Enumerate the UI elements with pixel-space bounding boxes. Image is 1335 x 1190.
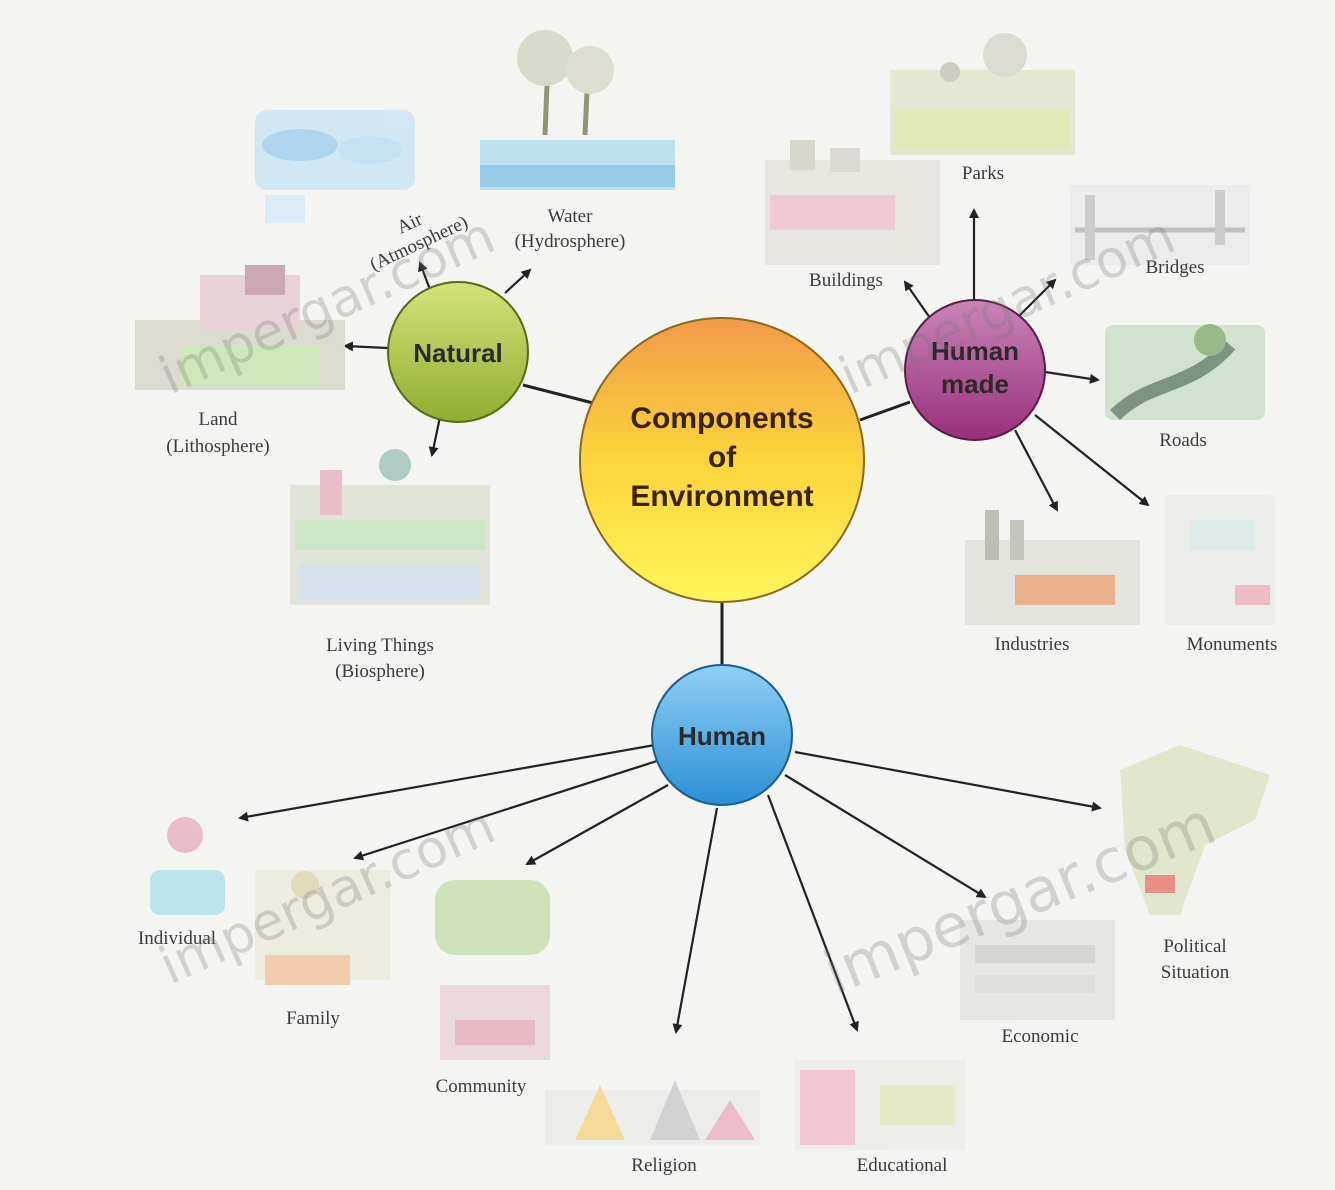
educational-label: Educational [857,1155,948,1176]
arrow-to-community [525,784,669,865]
arrow-to-bridges [1014,278,1057,321]
community-illustration [435,880,550,1060]
educational-illustration [795,1060,965,1150]
human-made-node-label-line-1: Human [931,336,1019,366]
arrow-to-monuments [1034,414,1150,507]
land-label-line-2: (Lithosphere) [166,436,269,457]
arrow-to-individual [238,743,656,822]
human-labels: Individual Family Community Religion Edu… [138,928,1230,1176]
arrow-to-political [794,750,1102,812]
land-label-line-1: Land [198,409,238,430]
arrow-to-water [504,268,532,294]
arrow-to-living-things [428,416,442,457]
living-things-label-line-2: (Biosphere) [335,661,425,682]
religion-label: Religion [631,1155,697,1176]
individual-illustration [150,817,225,915]
arrow-to-educational [766,794,859,1032]
illustrations [135,30,1275,1150]
living-things-label-line-1: Living Things [326,635,434,656]
arrow-to-religion [672,807,719,1034]
individual-label: Individual [138,928,216,949]
human-made-node-label-line-2: made [941,369,1009,399]
human-node-label: Human [678,721,766,751]
arrow-to-roads [1044,370,1100,384]
hub-connectors [522,383,911,665]
political-label-line-2: Situation [1161,962,1230,983]
center-node: Components of Environment [579,317,865,603]
arrows [238,208,1150,1034]
arrow-to-buildings [903,280,931,319]
human-made-node: Human made [904,299,1046,441]
parks-label: Parks [962,163,1004,184]
water-illustration [480,30,675,190]
natural-node-label: Natural [413,338,503,368]
family-label: Family [286,1008,340,1029]
bridges-label: Bridges [1145,257,1204,278]
living-things-illustration [290,449,490,605]
buildings-label: Buildings [809,270,883,291]
community-label: Community [436,1076,527,1097]
family-illustration [255,870,390,985]
human-node: Human [651,664,793,806]
roads-label: Roads [1159,430,1207,451]
connector-humanmade-center [859,400,911,422]
human-made-labels: Parks Buildings Bridges Roads Industries… [809,163,1277,655]
political-illustration [1120,745,1270,915]
water-label-line-1: Water [548,206,594,227]
arrow-to-land [343,341,389,352]
center-title-line-2: of [708,441,737,474]
arrow-to-economic [784,774,987,899]
center-title-line-3: Environment [630,480,813,513]
center-title-line-1: Components [630,402,813,435]
industries-label: Industries [995,634,1070,655]
water-label-line-2: (Hydrosphere) [515,231,626,252]
natural-node: Natural [387,281,529,423]
land-illustration [135,265,345,390]
buildings-illustration [765,140,940,265]
air-illustration [255,110,415,223]
arrow-to-industries [1014,429,1058,512]
roads-illustration [1105,324,1265,421]
monuments-illustration [1165,495,1275,625]
connector-natural-center [522,383,594,405]
bridges-illustration [1070,185,1250,265]
arrow-to-family [353,758,661,861]
economic-label: Economic [1001,1026,1078,1047]
political-label-line-1: Political [1163,936,1226,957]
monuments-label: Monuments [1187,634,1278,655]
religion-illustration [545,1080,760,1145]
economic-illustration [960,920,1115,1020]
industries-illustration [965,510,1140,625]
parks-illustration [890,33,1075,155]
